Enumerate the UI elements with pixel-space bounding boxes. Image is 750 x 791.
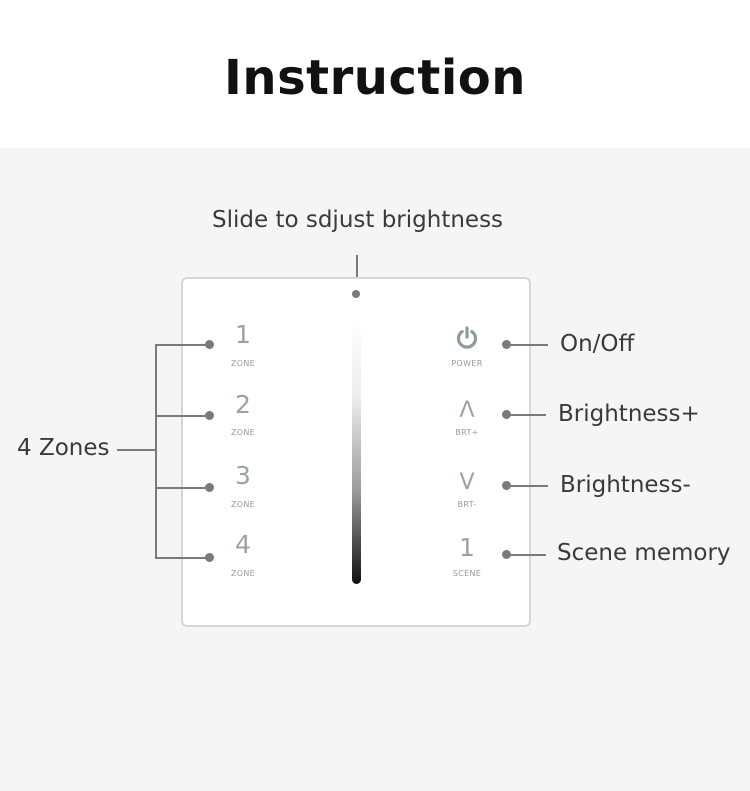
power-dot	[502, 340, 511, 349]
zone-3-number[interactable]: 3	[235, 461, 251, 490]
zone-2-label: ZONE	[230, 428, 256, 437]
zone-1-label: ZONE	[230, 359, 256, 368]
zone-4-label: ZONE	[230, 569, 256, 578]
slide-label: Slide to sdjust brightness	[212, 207, 504, 233]
zone-2-dot	[205, 411, 214, 420]
slider-top-dot	[352, 290, 360, 298]
scene-dot	[502, 550, 511, 559]
zone-1-line	[155, 344, 210, 346]
slide-leader-line	[356, 255, 358, 293]
zone-2-number[interactable]: 2	[235, 390, 251, 419]
page-title: Instruction	[224, 50, 526, 106]
scene-line	[508, 554, 546, 556]
zone-4-line	[155, 557, 210, 559]
zone-1-dot	[205, 340, 214, 349]
brt-plus-label: BRT+	[455, 428, 479, 437]
zones-label: 4 Zones	[17, 435, 110, 461]
brightness-down-button[interactable]: V	[459, 470, 475, 495]
brightness-minus-dot	[502, 481, 511, 490]
zone-3-line	[155, 487, 210, 489]
scene-button[interactable]: 1	[459, 533, 475, 562]
zone-4-number[interactable]: 4	[235, 530, 251, 559]
power-icon[interactable]	[455, 326, 479, 350]
brightness-slider[interactable]	[352, 318, 361, 584]
zones-bracket-vertical	[155, 344, 157, 559]
brt-minus-label: BRT-	[457, 500, 477, 509]
brightness-up-button[interactable]: Λ	[459, 398, 475, 423]
zone-3-dot	[205, 483, 214, 492]
zones-leader-line	[117, 449, 156, 451]
brightness-minus-label: Brightness-	[560, 472, 691, 498]
zone-1-number[interactable]: 1	[235, 320, 251, 349]
power-label: POWER	[451, 359, 483, 368]
scene-memory-label: Scene memory	[557, 540, 731, 566]
scene-label: SCENE	[452, 569, 482, 578]
header: Instruction	[0, 0, 750, 148]
zone-4-dot	[205, 553, 214, 562]
brightness-plus-label: Brightness+	[558, 401, 700, 427]
brightness-minus-line	[508, 485, 548, 487]
zone-3-label: ZONE	[230, 500, 256, 509]
power-line	[508, 344, 548, 346]
on-off-label: On/Off	[560, 331, 635, 357]
zone-2-line	[155, 415, 210, 417]
brightness-plus-line	[508, 414, 546, 416]
brightness-plus-dot	[502, 410, 511, 419]
